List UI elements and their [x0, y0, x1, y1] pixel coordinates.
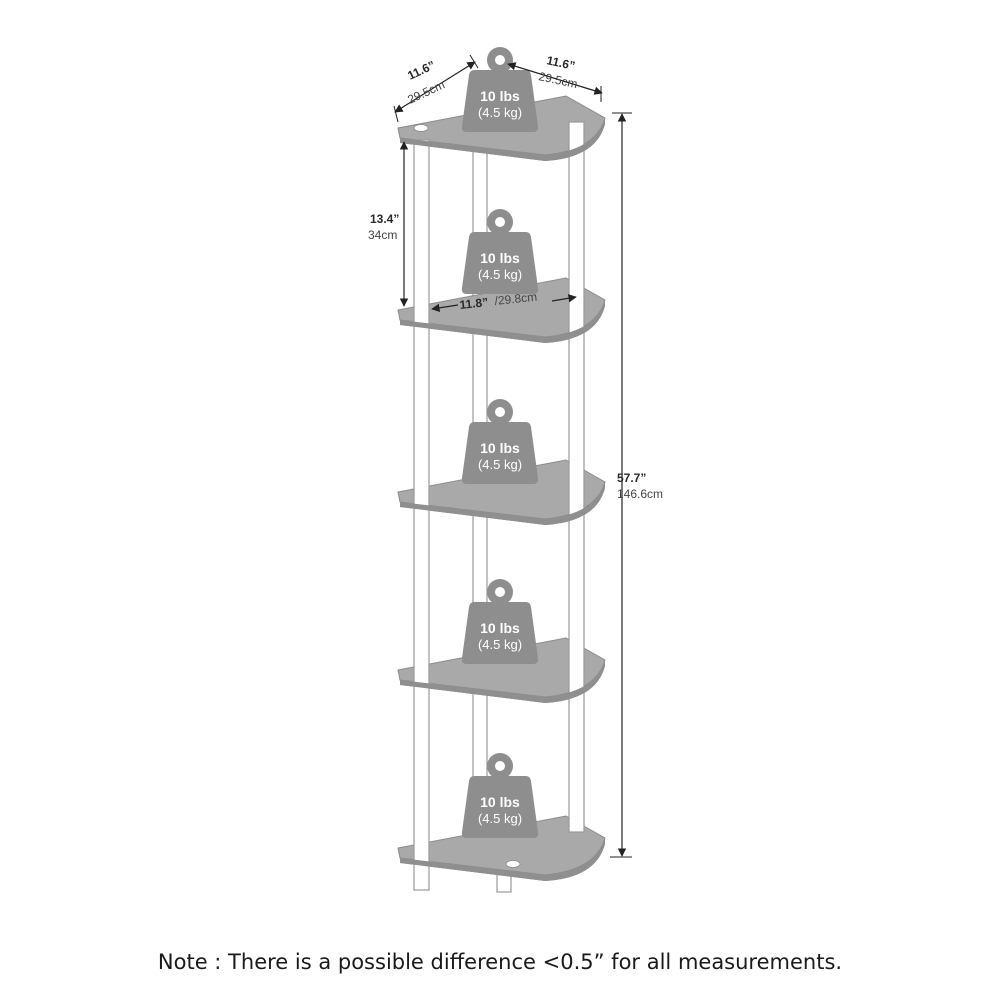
- weight-badge: 10 lbs(4.5 kg): [461, 753, 539, 838]
- weight-badge: 10 lbs(4.5 kg): [461, 209, 539, 294]
- weight-kg-label: (4.5 kg): [478, 457, 522, 472]
- weight-kg-label: (4.5 kg): [478, 637, 522, 652]
- front-width-in: 11.8”: [459, 295, 489, 312]
- total-height-cm: 146.6cm: [617, 487, 663, 501]
- weight-lbs-label: 10 lbs: [480, 440, 520, 456]
- shelf-gap-in: 13.4”: [370, 212, 399, 226]
- depth-right-line: [507, 62, 603, 95]
- weight-lbs-label: 10 lbs: [480, 88, 520, 104]
- depth-left-line: [394, 61, 476, 113]
- front-width-line: [431, 303, 459, 313]
- weight-icon: [461, 422, 539, 484]
- left-post: [413, 139, 430, 891]
- measurement-note: Note : There is a possible difference <0…: [157, 950, 843, 974]
- weight-icon: [461, 232, 539, 294]
- shelf-front-edges: [400, 118, 605, 881]
- right-post: [568, 121, 585, 833]
- front-width-cm: /29.8cm: [494, 290, 538, 308]
- weight-badge: 10 lbs(4.5 kg): [461, 399, 539, 484]
- depth-left-in: 11.6”: [405, 58, 437, 83]
- weight-lbs-label: 10 lbs: [480, 620, 520, 636]
- weight-kg-label: (4.5 kg): [478, 267, 522, 282]
- shelf-gap-cm: 34cm: [368, 228, 397, 242]
- depth-right-in: 11.6”: [545, 53, 576, 73]
- weight-kg-label: (4.5 kg): [478, 811, 522, 826]
- weight-badge: 10 lbs(4.5 kg): [461, 579, 539, 664]
- total-height-in: 57.7”: [617, 471, 646, 485]
- weight-icon: [461, 602, 539, 664]
- weight-kg-label: (4.5 kg): [478, 105, 522, 120]
- weight-lbs-label: 10 lbs: [480, 250, 520, 266]
- dimension-lines: [393, 54, 632, 858]
- weight-icon: [461, 776, 539, 838]
- weight-lbs-label: 10 lbs: [480, 794, 520, 810]
